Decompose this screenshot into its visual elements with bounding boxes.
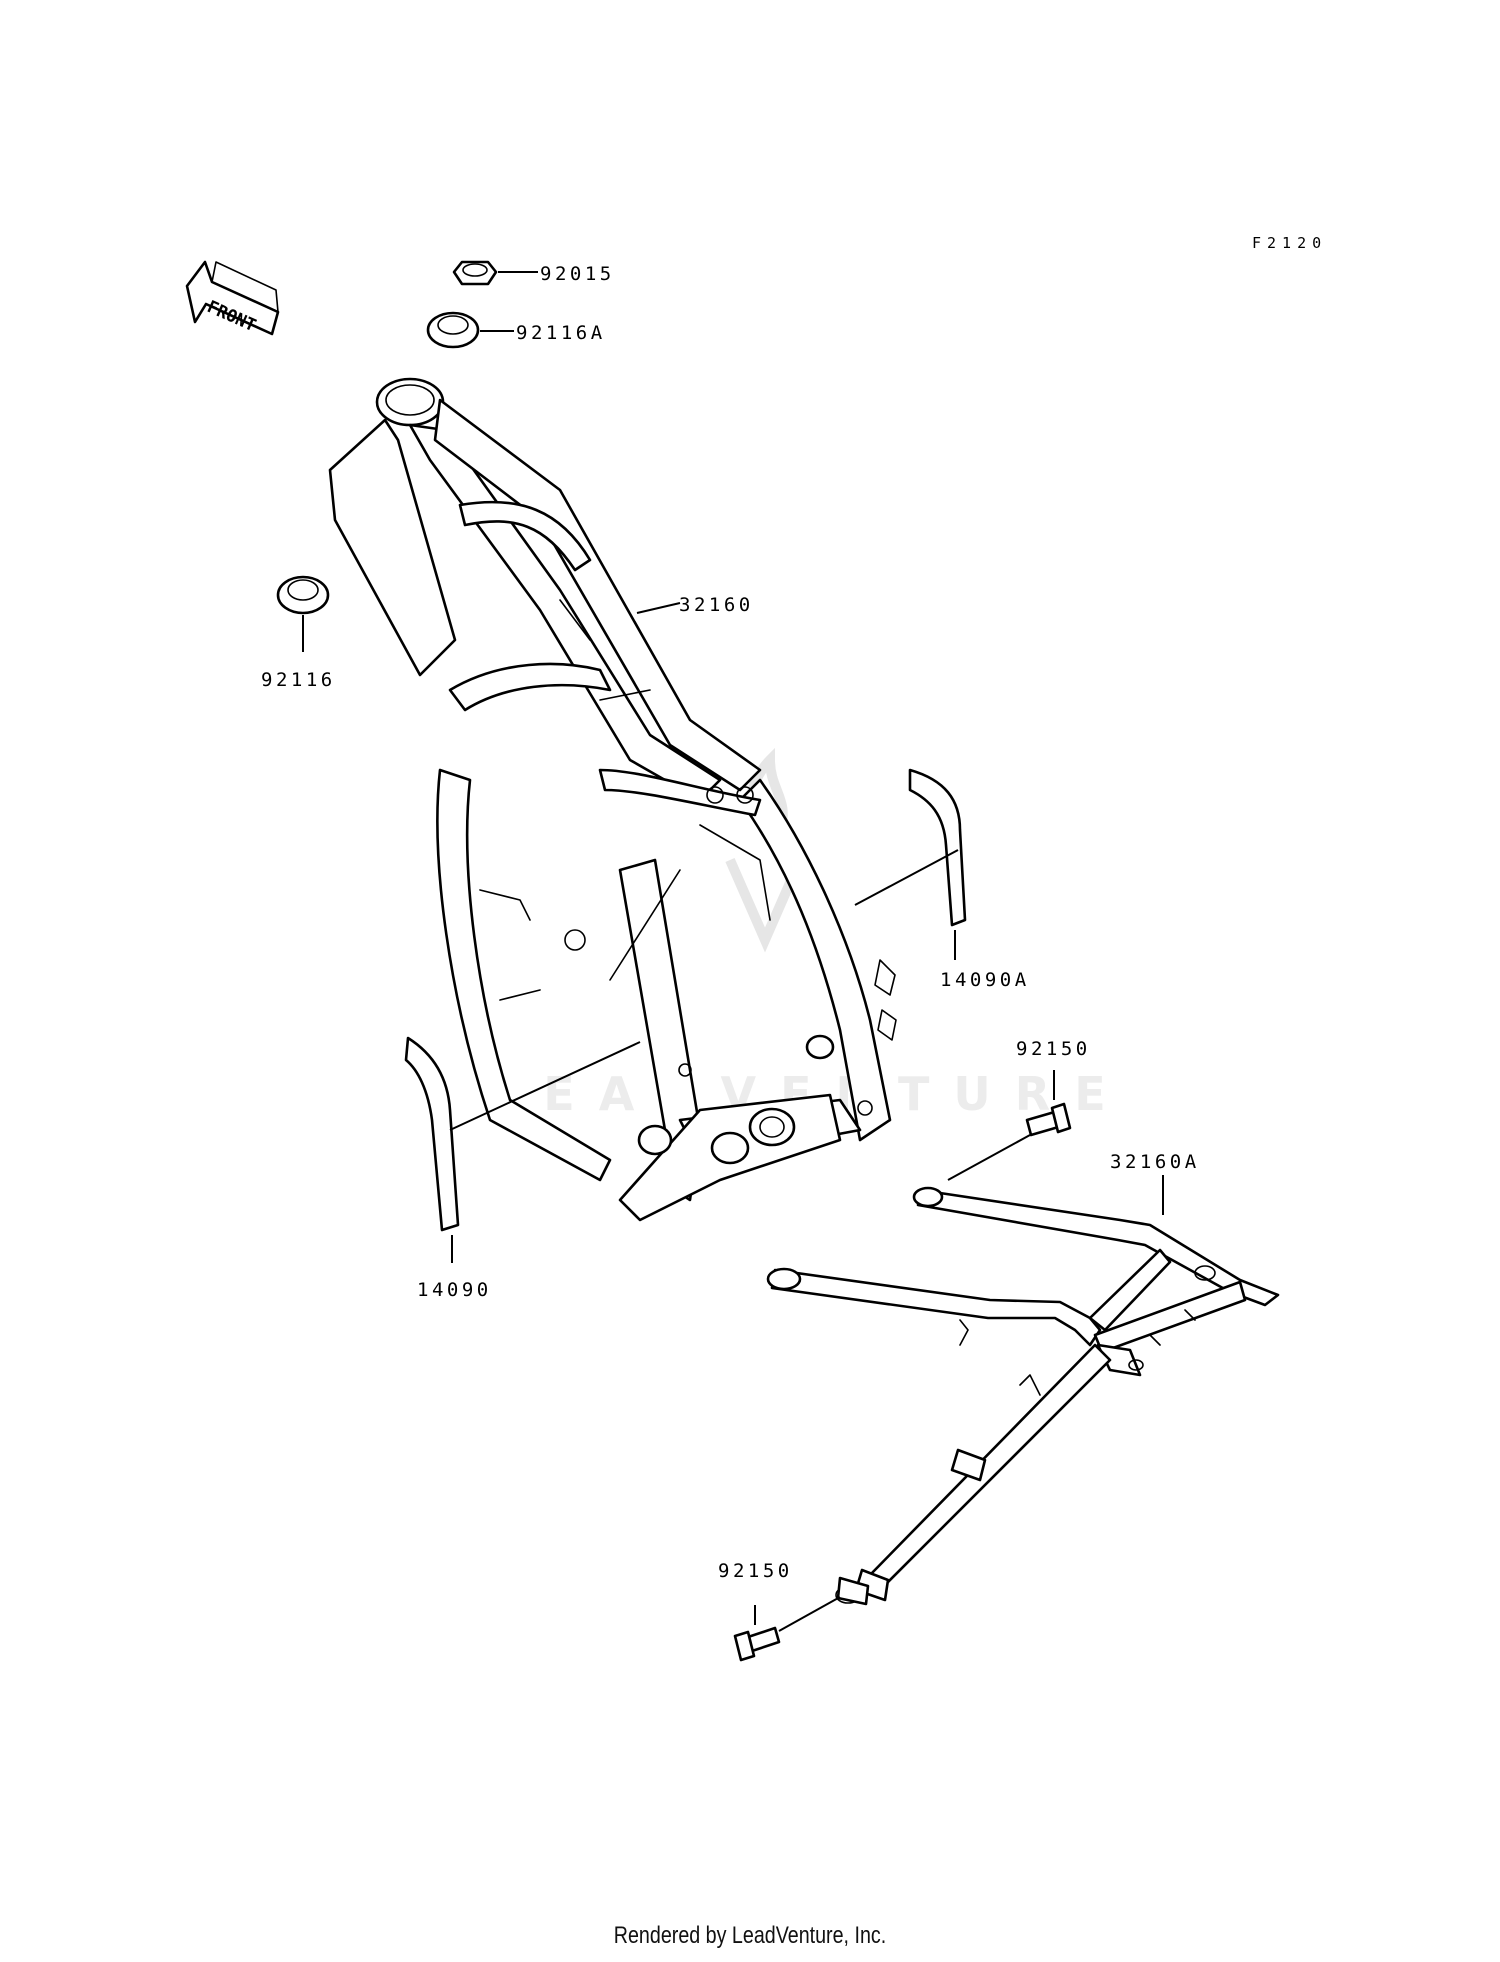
bolt-92150-upper[interactable]: 92150 xyxy=(947,1038,1091,1181)
subframe-32160A[interactable]: 32160A xyxy=(766,1151,1280,1606)
label-32160A: 32160A xyxy=(1110,1151,1200,1173)
bearing-92116A[interactable]: 92116A xyxy=(426,311,606,349)
label-32160: 32160 xyxy=(679,594,754,616)
diagram-code: F2120 xyxy=(1252,234,1327,252)
label-92150-upper: 92150 xyxy=(1016,1038,1091,1060)
label-92116: 92116 xyxy=(261,669,336,691)
nut-92015[interactable]: 92015 xyxy=(452,260,615,286)
label-92150-lower: 92150 xyxy=(718,1560,793,1582)
label-14090: 14090 xyxy=(417,1279,492,1301)
guard-14090[interactable]: 14090 xyxy=(404,1036,641,1301)
label-92015: 92015 xyxy=(540,263,615,285)
label-92116A: 92116A xyxy=(516,322,606,344)
footer-credit: Rendered by LeadVenture, Inc. xyxy=(613,1922,887,1949)
guard-14090A[interactable]: 14090A xyxy=(854,768,1030,991)
bearing-92116[interactable]: 92116 xyxy=(261,575,336,691)
bolt-92150-lower[interactable]: 92150 xyxy=(718,1560,841,1662)
label-14090A: 14090A xyxy=(940,969,1030,991)
frame-32160[interactable]: 32160 xyxy=(328,377,897,1222)
front-direction-arrow-icon: FRONT xyxy=(185,260,280,336)
